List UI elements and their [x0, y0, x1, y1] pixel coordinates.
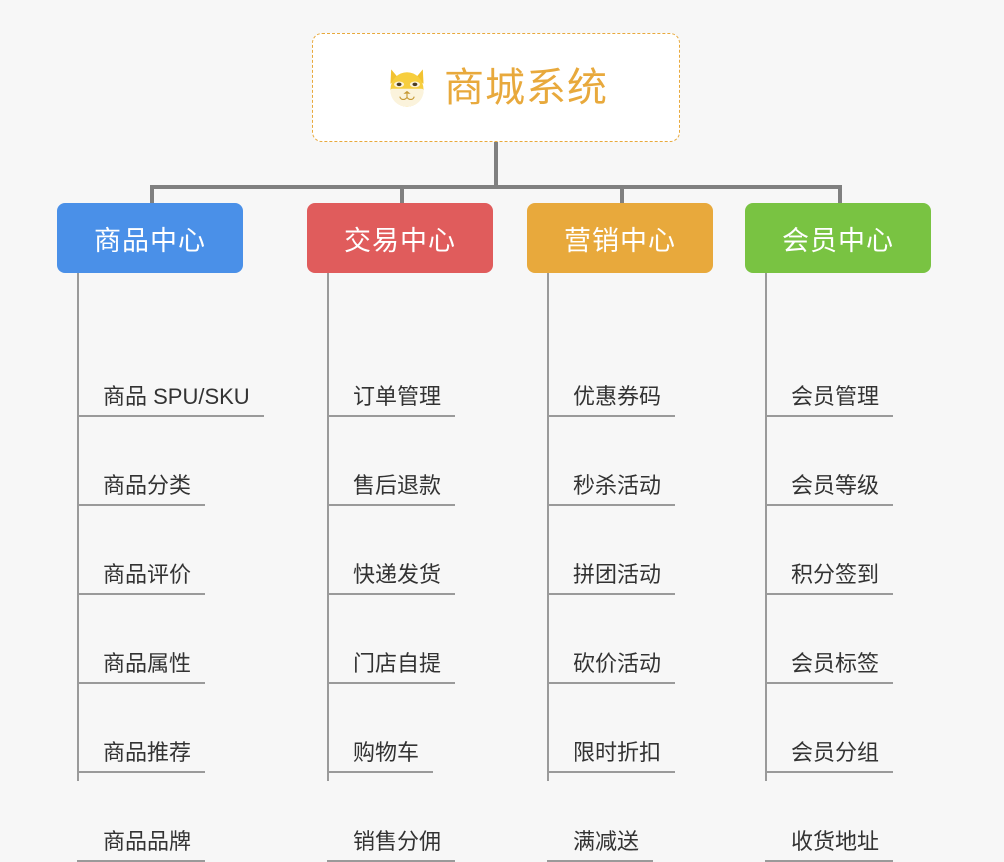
leaf-label: 会员分组: [765, 740, 894, 773]
list-item[interactable]: 购物车: [327, 727, 434, 773]
list-item[interactable]: 商品属性: [77, 638, 206, 684]
list-item[interactable]: 积分签到: [765, 549, 894, 595]
leaf-label: 销售分佣: [327, 829, 456, 862]
leaf-label: 秒杀活动: [547, 473, 676, 506]
list-item[interactable]: 会员标签: [765, 638, 894, 684]
list-item[interactable]: 收货地址: [765, 816, 894, 862]
connector-bus: [150, 185, 840, 189]
leaf-label: 会员管理: [765, 384, 894, 417]
list-item[interactable]: 秒杀活动: [547, 460, 676, 506]
list-item[interactable]: 砍价活动: [547, 638, 676, 684]
list-item[interactable]: 销售分佣: [327, 816, 456, 862]
leaf-label: 砍价活动: [547, 651, 676, 684]
leaf-label: 满减送: [547, 829, 654, 862]
leaf-label: 商品推荐: [77, 740, 206, 773]
shiba-dog-icon: [390, 68, 424, 107]
list-item[interactable]: 商品 SPU/SKU: [77, 371, 264, 417]
list-item[interactable]: 门店自提: [327, 638, 456, 684]
category-label: 商品中心: [94, 225, 206, 256]
leaf-label: 商品属性: [77, 651, 206, 684]
category-header-product[interactable]: 商品中心: [57, 203, 243, 273]
mindmap-diagram: 商城系统 商品中心 商品 SPU/SKU 商品分类 商品评价 商品属性 商品推荐…: [57, 33, 931, 862]
category-column-product: 商品中心 商品 SPU/SKU 商品分类 商品评价 商品属性 商品推荐 商品品牌: [57, 203, 264, 862]
category-header-trade[interactable]: 交易中心: [307, 203, 493, 273]
list-item[interactable]: 商品评价: [77, 549, 206, 595]
category-trunk: [327, 273, 329, 781]
connector-drop-3: [620, 185, 624, 205]
list-item[interactable]: 快递发货: [327, 549, 456, 595]
category-header-marketing[interactable]: 营销中心: [527, 203, 713, 273]
list-item[interactable]: 订单管理: [327, 371, 456, 417]
category-column-member: 会员中心 会员管理 会员等级 积分签到 会员标签 会员分组 收货地址: [745, 203, 931, 862]
list-item[interactable]: 满减送: [547, 816, 654, 862]
list-item[interactable]: 售后退款: [327, 460, 456, 506]
list-item[interactable]: 会员等级: [765, 460, 894, 506]
root-node[interactable]: 商城系统: [312, 33, 680, 142]
list-item[interactable]: 优惠券码: [547, 371, 676, 417]
list-item[interactable]: 商品推荐: [77, 727, 206, 773]
leaf-label: 购物车: [327, 740, 434, 773]
category-column-trade: 交易中心 订单管理 售后退款 快递发货 门店自提 购物车 销售分佣: [307, 203, 493, 862]
leaf-label: 收货地址: [765, 829, 894, 862]
list-item[interactable]: 限时折扣: [547, 727, 676, 773]
list-item[interactable]: 拼团活动: [547, 549, 676, 595]
category-label: 营销中心: [564, 225, 676, 256]
category-trunk: [765, 273, 767, 781]
connector-drop-1: [150, 185, 154, 205]
leaf-label: 门店自提: [327, 651, 456, 684]
list-item[interactable]: 会员分组: [765, 727, 894, 773]
leaf-label: 优惠券码: [547, 384, 676, 417]
leaf-label: 会员等级: [765, 473, 894, 506]
connector-drop-4: [838, 185, 842, 205]
leaf-label: 订单管理: [327, 384, 456, 417]
category-trunk: [547, 273, 549, 781]
root-title: 商城系统: [444, 65, 608, 110]
list-item[interactable]: 商品品牌: [77, 816, 206, 862]
leaf-label: 商品评价: [77, 562, 206, 595]
category-trunk: [77, 273, 79, 781]
leaf-label: 商品分类: [77, 473, 206, 506]
leaf-label: 会员标签: [765, 651, 894, 684]
connector-root-stem: [494, 142, 498, 189]
leaf-label: 拼团活动: [547, 562, 676, 595]
category-header-member[interactable]: 会员中心: [745, 203, 931, 273]
leaf-label: 积分签到: [765, 562, 894, 595]
leaf-label: 快递发货: [327, 562, 456, 595]
category-label: 交易中心: [344, 225, 456, 256]
leaf-label: 商品品牌: [77, 829, 206, 862]
list-item[interactable]: 会员管理: [765, 371, 894, 417]
list-item[interactable]: 商品分类: [77, 460, 206, 506]
category-label: 会员中心: [782, 225, 894, 256]
leaf-label: 限时折扣: [547, 740, 676, 773]
leaf-label: 商品 SPU/SKU: [77, 384, 264, 417]
category-column-marketing: 营销中心 优惠券码 秒杀活动 拼团活动 砍价活动 限时折扣 满减送: [527, 203, 713, 862]
connector-drop-2: [400, 185, 404, 205]
leaf-label: 售后退款: [327, 473, 456, 506]
